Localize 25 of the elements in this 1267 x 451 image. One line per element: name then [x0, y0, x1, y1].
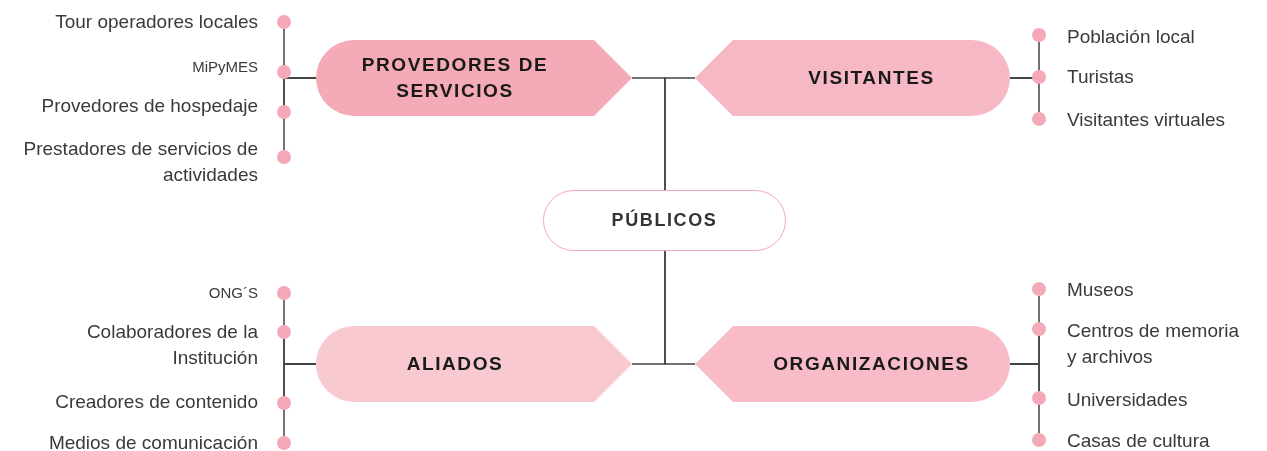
list-item-text: Provedores de hospedaje: [41, 94, 258, 118]
connector-line: [1009, 363, 1040, 434]
connector-line: [283, 363, 317, 437]
list-item-text: Universidades: [1067, 388, 1188, 412]
list-item-text: Medios de comunicación: [48, 431, 258, 451]
connector-line: [1009, 77, 1040, 113]
list-item-text: Centros de memoria y archivos: [1067, 319, 1241, 369]
box-label: PÚBLICOS: [611, 210, 718, 231]
list-item-text: Turistas: [1067, 65, 1134, 89]
list-item-text: Creadores de contenido: [55, 390, 258, 414]
category-label: PROVEDORES DE SERVICIOS: [360, 53, 550, 103]
list-item-text: Casas de cultura: [1067, 429, 1210, 451]
category-label: ORGANIZACIONES: [773, 352, 970, 376]
list-item-text: Prestadores de servicios de actividades: [23, 137, 258, 187]
list-item-text: Museos: [1067, 278, 1134, 302]
list-item-text: Visitantes virtuales: [1067, 108, 1226, 132]
list-item-text: Colaboradores de la Institución: [85, 320, 258, 370]
list-item-text: Población local: [1067, 25, 1195, 49]
list-item-text: Tour operadores locales: [55, 10, 258, 34]
list-item-text: MiPyMES: [192, 57, 258, 77]
list-item-text: ONG´S: [208, 283, 258, 303]
connector-line: [664, 77, 696, 191]
category-label: VISITANTES: [808, 66, 935, 90]
category-label: ALIADOS: [406, 352, 504, 376]
connector-line: [664, 250, 696, 365]
